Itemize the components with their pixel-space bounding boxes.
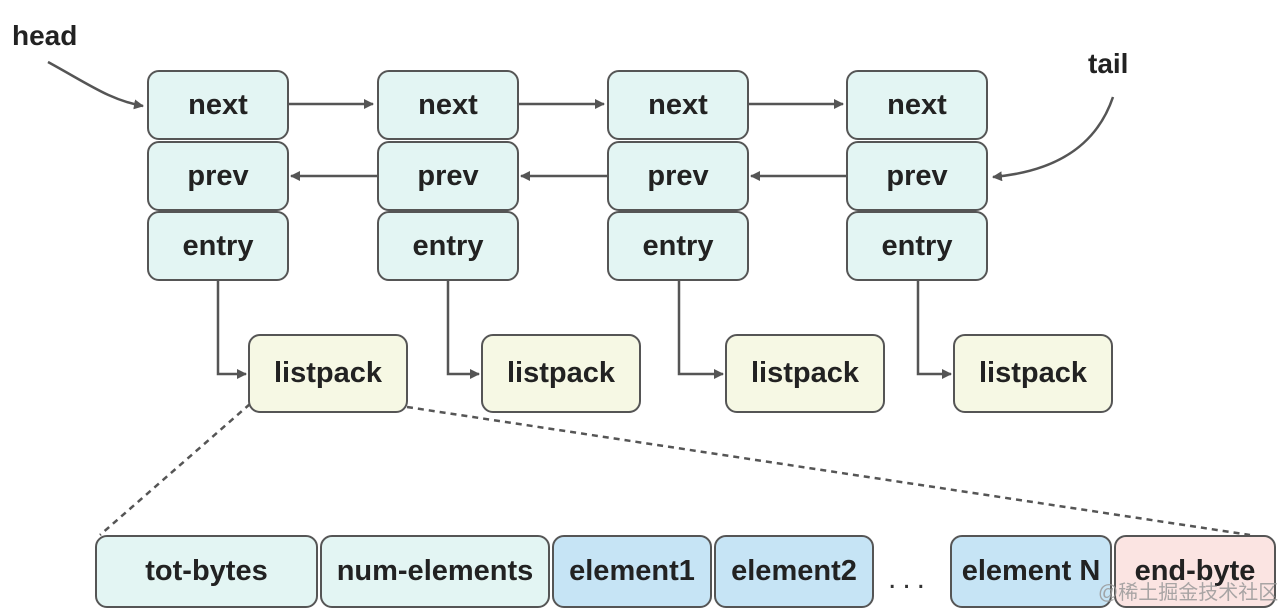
listpack-3: listpack <box>725 334 885 413</box>
node-2-entry: entry <box>377 211 519 281</box>
head-arrow <box>47 60 144 110</box>
head-label: head <box>12 20 78 51</box>
node-4-entry: entry <box>846 211 988 281</box>
node-4-next: next <box>846 70 988 140</box>
part-tot-bytes: tot-bytes <box>95 535 318 608</box>
entry-connector-1 <box>216 281 247 379</box>
watermark: @稀土掘金技术社区 <box>1098 582 1279 604</box>
node-1-prev: prev <box>147 141 289 211</box>
entry-connector-4 <box>916 281 952 379</box>
tail-arrow <box>992 96 1115 182</box>
entry-connector-3 <box>677 281 724 379</box>
ellipsis: ... <box>888 562 932 595</box>
part-element-n: element N <box>950 535 1112 608</box>
node-2-next: next <box>377 70 519 140</box>
node-1-entry: entry <box>147 211 289 281</box>
node-3-entry: entry <box>607 211 749 281</box>
listpack-2: listpack <box>481 334 641 413</box>
tail-label: tail <box>1088 48 1129 79</box>
node-3-next: next <box>607 70 749 140</box>
node-4-prev: prev <box>846 141 988 211</box>
node-2-prev: prev <box>377 141 519 211</box>
part-num-elements: num-elements <box>320 535 550 608</box>
part-end-byte: end-byte <box>1114 535 1276 608</box>
part-element2: element2 <box>714 535 874 608</box>
part-element1: element1 <box>552 535 712 608</box>
node-1-next: next <box>147 70 289 140</box>
node-3-prev: prev <box>607 141 749 211</box>
listpack-4: listpack <box>953 334 1113 413</box>
listpack-1: listpack <box>248 334 408 413</box>
zoom-line-left <box>99 403 251 536</box>
entry-connector-2 <box>446 281 480 379</box>
zoom-line-right <box>406 405 1251 537</box>
